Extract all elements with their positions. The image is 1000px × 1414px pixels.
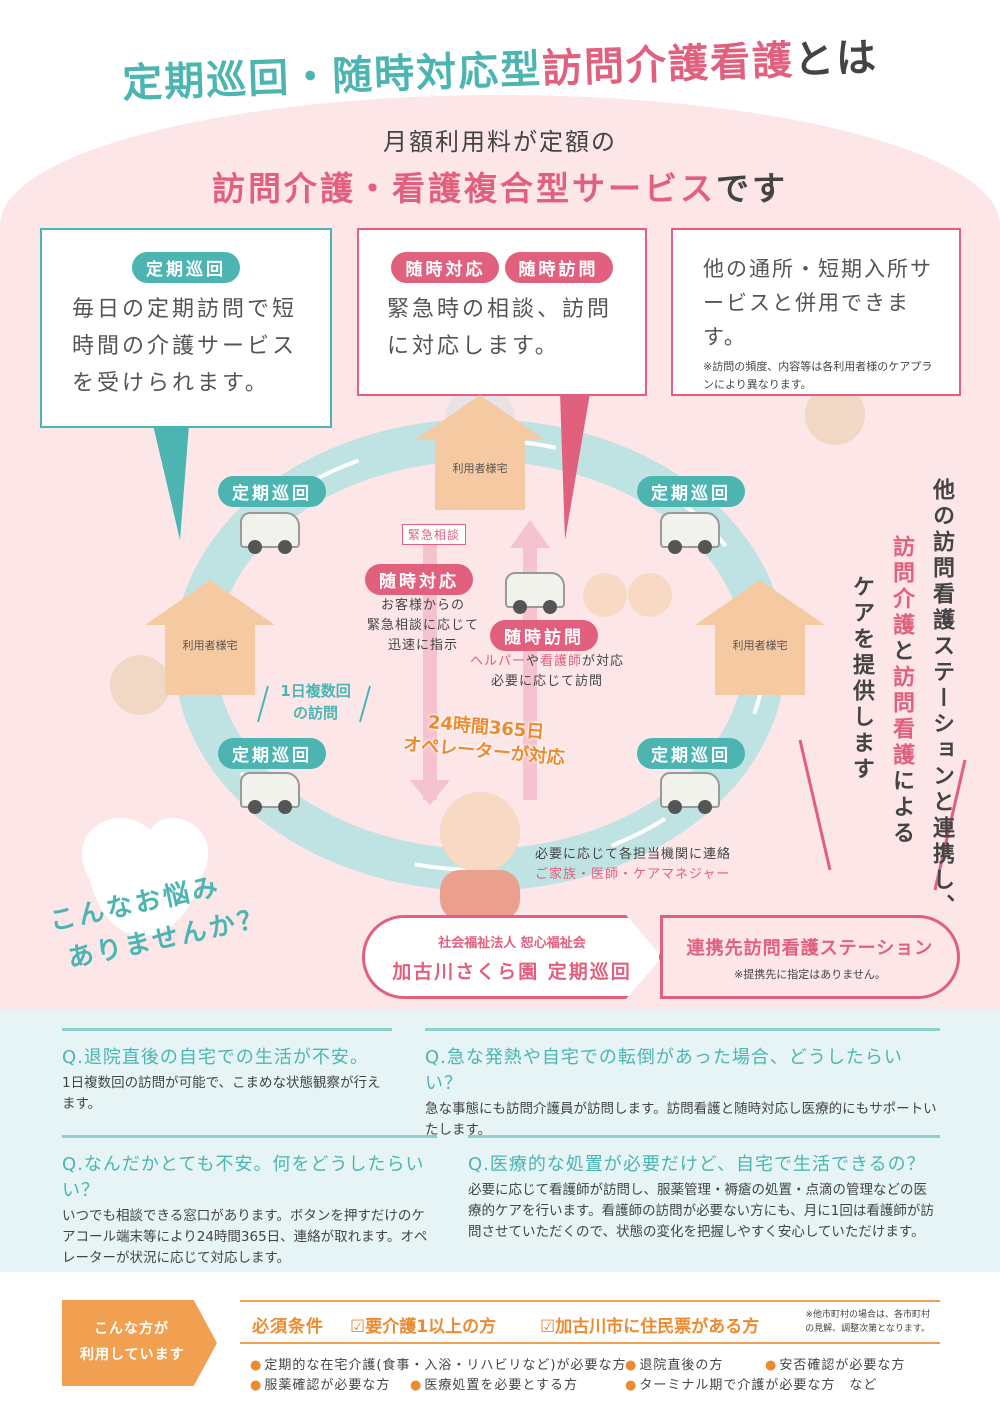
qa-question: Q.急な発熱や自宅での転倒があった場合、どうしたらいい？ xyxy=(425,1047,903,1094)
vertical-text-col1: 他の訪問看護ステーションと連携し、 xyxy=(929,478,954,920)
patrol-label-tr: 定期巡回 xyxy=(637,476,745,507)
tag-on-demand-response: 随時対応 xyxy=(391,252,500,283)
requirements-note: ※他市町村の場合は、各市町村の見解、調整次第となります。 xyxy=(805,1310,930,1334)
operator-body xyxy=(440,870,520,920)
couple-illustration xyxy=(110,655,170,715)
user-item: 退院直後の方 xyxy=(625,1354,723,1373)
user-item: 安否確認が必要な方 xyxy=(765,1354,905,1373)
patrol-label-tl: 定期巡回 xyxy=(218,476,326,507)
home-top: 利用者様宅 xyxy=(415,395,545,510)
tag-patrol: 定期巡回 xyxy=(132,252,240,283)
on-demand-visit-desc: ヘルパーや看護師が対応 必要に応じて訪問 xyxy=(469,654,625,689)
info-box-text: 毎日の定期訪問で短時間の介護サービスを受けられます。 xyxy=(72,297,298,396)
qa-answer: 必要に応じて看護師が訪問し、服薬管理・褥瘡の処置・点滴の管理などの医療的ケアを行… xyxy=(468,1182,934,1240)
user-item: 定期的な在宅介護(食事・入浴・リハビリなど)が必要な方 xyxy=(250,1354,627,1373)
user-item: 医療処置を必要とする方 xyxy=(410,1374,578,1393)
users-label: こんな方が利用しています xyxy=(62,1300,217,1386)
on-demand-response-label: 随時対応 xyxy=(365,564,473,595)
home-right: 利用者様宅 xyxy=(695,580,825,695)
accent-line xyxy=(257,685,269,723)
qa-question: Q.退院直後の自宅での生活が不安。 xyxy=(62,1047,369,1068)
car-icon xyxy=(240,512,300,554)
car-icon xyxy=(505,572,565,614)
vertical-text-col3: ケアを提供します xyxy=(849,575,874,783)
subtitle-line1: 月額利用料が定額の xyxy=(383,128,617,156)
qa-answer: 1日複数回の訪問が可能で、こまめな状態観察が行えます。 xyxy=(62,1075,381,1112)
home-label: 利用者様宅 xyxy=(182,639,238,652)
info-box-combined: 他の通所・短期入所サービスと併用できます。 ※訪問の頻度、内容等は各利用者様のケ… xyxy=(671,228,961,396)
home-label: 利用者様宅 xyxy=(732,639,788,652)
arrow-down-head xyxy=(410,780,450,805)
blue-background xyxy=(0,1010,1000,1272)
qa-item: Q.急な発熱や自宅での転倒があった場合、どうしたらいい？ 急な事態にも訪問介護員が… xyxy=(425,1028,940,1141)
qa-item: Q.なんだかとても不安。何をどうしたらいい？ いつでも相談できる窓口があります。ボ… xyxy=(62,1135,437,1269)
user-item: 服薬確認が必要な方 xyxy=(250,1374,390,1393)
subtitle-line2: 訪問介護・看護複合型サービスです xyxy=(212,169,788,208)
info-box-patrol: 定期巡回 毎日の定期訪問で短時間の介護サービスを受けられます。 xyxy=(40,228,332,428)
qa-answer: いつでも相談できる窓口があります。ボタンを押すだけのケアコール端末等により24時… xyxy=(62,1208,428,1266)
arrow-up-head xyxy=(510,520,550,548)
contact-desc: 必要に応じて各担当機関に連絡 ご家族・医師・ケアマネジャー xyxy=(535,847,732,882)
requirement-item: ☑要介護1以上の方 xyxy=(350,1317,497,1337)
tag-on-demand-visit: 随時訪問 xyxy=(504,252,613,283)
user-item: ターミナル期で介護が必要な方 など xyxy=(625,1374,877,1393)
vertical-text-col2: 訪問介護と訪問看護による xyxy=(889,535,914,847)
qa-item: Q.退院直後の自宅での生活が不安。 1日複数回の訪問が可能で、こまめな状態観察が行… xyxy=(62,1028,392,1115)
patrol-label-br: 定期巡回 xyxy=(637,738,745,769)
emergency-consult-label: 緊急相談 xyxy=(402,524,467,545)
patrol-label-bl: 定期巡回 xyxy=(218,738,326,769)
requirement-item: ☑加古川市に住民票がある方 xyxy=(540,1317,760,1337)
requirements-title: 必須条件 xyxy=(252,1317,324,1337)
car-icon xyxy=(660,772,720,814)
accent-line xyxy=(933,759,967,891)
partner-note: ※提携先に指定はありません。 xyxy=(734,968,886,981)
org-name: 加古川さくら園 定期巡回 xyxy=(392,961,632,983)
petal-shape xyxy=(81,818,209,937)
qa-item: Q.医療的な処置が必要だけど、自宅で生活できるの？ 必要に応じて看護師が訪問し、服… xyxy=(468,1135,940,1243)
info-box-on-demand: 随時対応 随時訪問 緊急時の相談、訪問に対応します。 xyxy=(357,228,647,396)
box2-tail xyxy=(560,393,590,540)
org-corp: 社会福祉法人 恕心福祉会 xyxy=(438,936,586,951)
qa-answer: 急な事態にも訪問介護員が訪問します。訪問看護と随時対応し医療的にもサポートいたし… xyxy=(425,1101,937,1138)
nurse-illustration xyxy=(628,573,672,617)
helper-illustration xyxy=(583,573,627,617)
partner-name: 連携先訪問看護ステーション xyxy=(686,938,934,959)
rehab-illustration xyxy=(805,385,865,445)
multiple-visits-label: 1日複数回の訪問 xyxy=(280,682,351,722)
car-icon xyxy=(660,512,720,554)
requirements-row: 必須条件 ☑要介護1以上の方 ☑加古川市に住民票がある方 ※他市町村の場合は、各… xyxy=(240,1300,940,1344)
home-label: 利用者様宅 xyxy=(452,462,508,475)
org-badge: 社会福祉法人 恕心福祉会 加古川さくら園 定期巡回 xyxy=(362,915,662,999)
car-icon xyxy=(240,772,300,814)
box1-tail xyxy=(150,412,190,540)
on-demand-response-desc: お客様からの 緊急相談に応じて 迅速に指示 xyxy=(366,598,479,653)
info-box-text: 他の通所・短期入所サービスと併用できます。 xyxy=(703,257,933,349)
qa-question: Q.医療的な処置が必要だけど、自宅で生活できるの？ xyxy=(468,1154,926,1175)
on-demand-visit-label: 随時訪問 xyxy=(490,620,598,651)
accent-line xyxy=(359,685,371,723)
operator-illustration xyxy=(440,792,520,872)
info-box-text: 緊急時の相談、訪問に対応します。 xyxy=(387,297,613,359)
info-box-note: ※訪問の頻度、内容等は各利用者様のケアプランにより異なります。 xyxy=(703,360,933,391)
home-left: 利用者様宅 xyxy=(145,580,275,695)
qa-question: Q.なんだかとても不安。何をどうしたらいい？ xyxy=(62,1154,425,1201)
accent-line xyxy=(798,739,832,871)
partner-badge: 連携先訪問看護ステーション ※提携先に指定はありません。 xyxy=(660,915,960,999)
arrow-down xyxy=(423,540,437,800)
